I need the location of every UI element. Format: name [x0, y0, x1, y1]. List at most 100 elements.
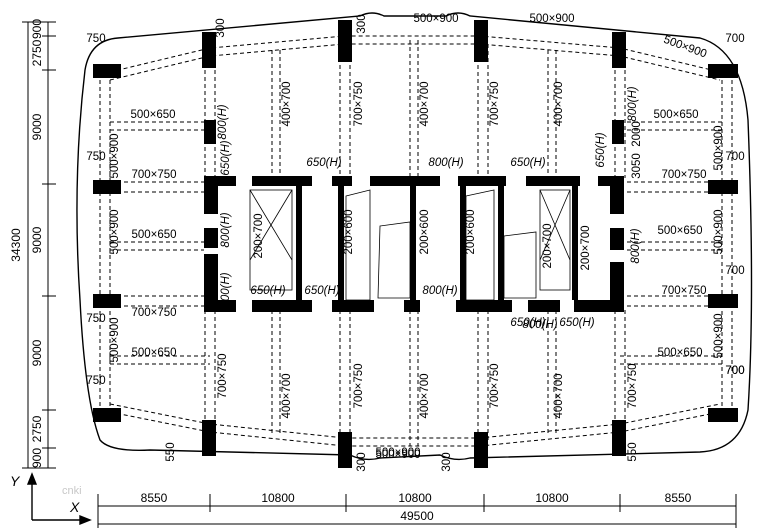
beam-label: 500×900 — [713, 313, 725, 358]
bottom-dim-label: 10800 — [398, 491, 432, 505]
beam-label: 750 — [86, 313, 105, 325]
beam-label: 650(H) — [595, 132, 607, 167]
axis-indicator — [26, 472, 92, 526]
beam-label: 700×750 — [353, 363, 365, 408]
total-height-label: 34300 — [9, 228, 23, 262]
beam-label: 800(H) — [428, 157, 463, 169]
beam-label: 500×900 — [109, 209, 121, 254]
beam-label: 2000 — [631, 121, 643, 147]
beam-label: 800(H) — [220, 212, 232, 247]
beam-label: 700×750 — [489, 363, 501, 408]
left-dimension — [22, 21, 56, 469]
beam-label: 200×600 — [419, 209, 431, 254]
beam-label: 200×600 — [343, 209, 355, 254]
beam-label: 700×750 — [217, 353, 229, 398]
beam-label: 650(H) — [510, 157, 545, 169]
beam-label: 650(H) — [250, 285, 285, 297]
beam-label: 800(H) — [422, 285, 457, 297]
beam-label: 500×650 — [131, 347, 176, 359]
beam-label: 700×750 — [131, 307, 176, 319]
total-width-label: 49500 — [400, 509, 434, 523]
beam-label: 300 — [215, 18, 227, 37]
beam-label: 400×700 — [419, 81, 431, 126]
bottom-dim-label: 8550 — [141, 491, 168, 505]
beam-label: 3050 — [631, 153, 643, 179]
beam-label: 700 — [725, 151, 744, 163]
beam-label: 700 — [725, 33, 744, 45]
beam-label: 300 — [356, 14, 368, 33]
beam-label: 700×750 — [661, 285, 706, 297]
beam-lines — [99, 35, 733, 447]
left-dim-label: 9000 — [30, 226, 44, 253]
beam-label: 300 — [356, 452, 368, 471]
y-axis-label: Y — [10, 473, 21, 489]
beam-label: 500×900 — [109, 317, 121, 362]
left-dim-label: 9000 — [30, 339, 44, 366]
beam-label: 200×700 — [542, 223, 554, 268]
beam-label: 200×700 — [253, 213, 265, 258]
beam-label: 800(H) — [630, 228, 642, 263]
beam-label: 700 — [725, 365, 744, 377]
left-dim-label: 9000 — [30, 113, 44, 140]
beam-label: 800(H) — [522, 319, 557, 331]
bottom-dimension — [97, 494, 737, 528]
beam-label: 300 — [441, 452, 453, 471]
beam-label: 750 — [86, 33, 105, 45]
beam-label: 700×750 — [627, 363, 639, 408]
bottom-dimension-labels: 8550 10800 10800 10800 8550 49500 — [141, 491, 692, 523]
beam-label: 750 — [86, 151, 105, 163]
beam-label: 700×750 — [489, 81, 501, 126]
beam-label: 700 — [725, 365, 744, 377]
beam-label: 650(H) — [510, 317, 545, 329]
left-dim-label: 900 — [30, 19, 44, 39]
beam-label: 500×650 — [657, 225, 702, 237]
beam-label: 200×600 — [465, 209, 477, 254]
beam-label: 550 — [627, 442, 639, 461]
beam-label: 650(H) — [306, 157, 341, 169]
beam-label: 500×900 — [529, 13, 574, 25]
left-dim-label: 2750 — [30, 39, 44, 66]
beam-label: 400×700 — [553, 81, 565, 126]
beam-label: 400×700 — [281, 373, 293, 418]
bottom-dim-label: 10800 — [535, 491, 569, 505]
beam-label: 200×700 — [580, 225, 592, 270]
beam-label: 400×700 — [281, 81, 293, 126]
beam-label: 500×900 — [413, 13, 458, 25]
columns — [93, 20, 738, 468]
beam-label: 650(H) — [559, 317, 594, 329]
beam-label: 700×750 — [131, 169, 176, 181]
beam-label: 550 — [165, 442, 177, 461]
beam-label: 700 — [725, 265, 744, 277]
watermark: cnki — [62, 485, 82, 497]
beam-label: 500×650 — [130, 109, 175, 121]
x-axis-label: X — [69, 499, 80, 515]
beam-label: 800(H) — [627, 86, 639, 121]
beam-label: 650(H) — [220, 140, 232, 175]
beam-label: 700×750 — [353, 81, 365, 126]
bottom-dim-label: 10800 — [261, 491, 295, 505]
beam-label: 500×650 — [653, 109, 698, 121]
beam-label: 750 — [86, 375, 105, 387]
left-dim-label: 2750 — [30, 415, 44, 442]
beam-label: 400×700 — [553, 373, 565, 418]
core-openings — [204, 176, 624, 312]
left-dim-label: 900 — [30, 448, 44, 468]
beam-label: 500×900 — [109, 133, 121, 178]
beam-label: 650(H) — [304, 285, 339, 297]
slab-outline — [76, 12, 753, 461]
beam-label: 500×650 — [657, 347, 702, 359]
beam-label: 500×900 — [375, 449, 420, 461]
beam-label: 500×900 — [375, 447, 420, 459]
beam-label: 800(H) — [217, 104, 229, 139]
beam-label: 800(H) — [220, 272, 232, 307]
beam-label: 500×900 — [713, 209, 725, 254]
beam-label: 400×700 — [419, 373, 431, 418]
bottom-dim-label: 8550 — [665, 491, 692, 505]
core-interior — [249, 189, 571, 301]
beam-label: 700×750 — [661, 169, 706, 181]
beam-label: 500×650 — [131, 229, 176, 241]
beam-label: 500×900 — [713, 125, 725, 170]
